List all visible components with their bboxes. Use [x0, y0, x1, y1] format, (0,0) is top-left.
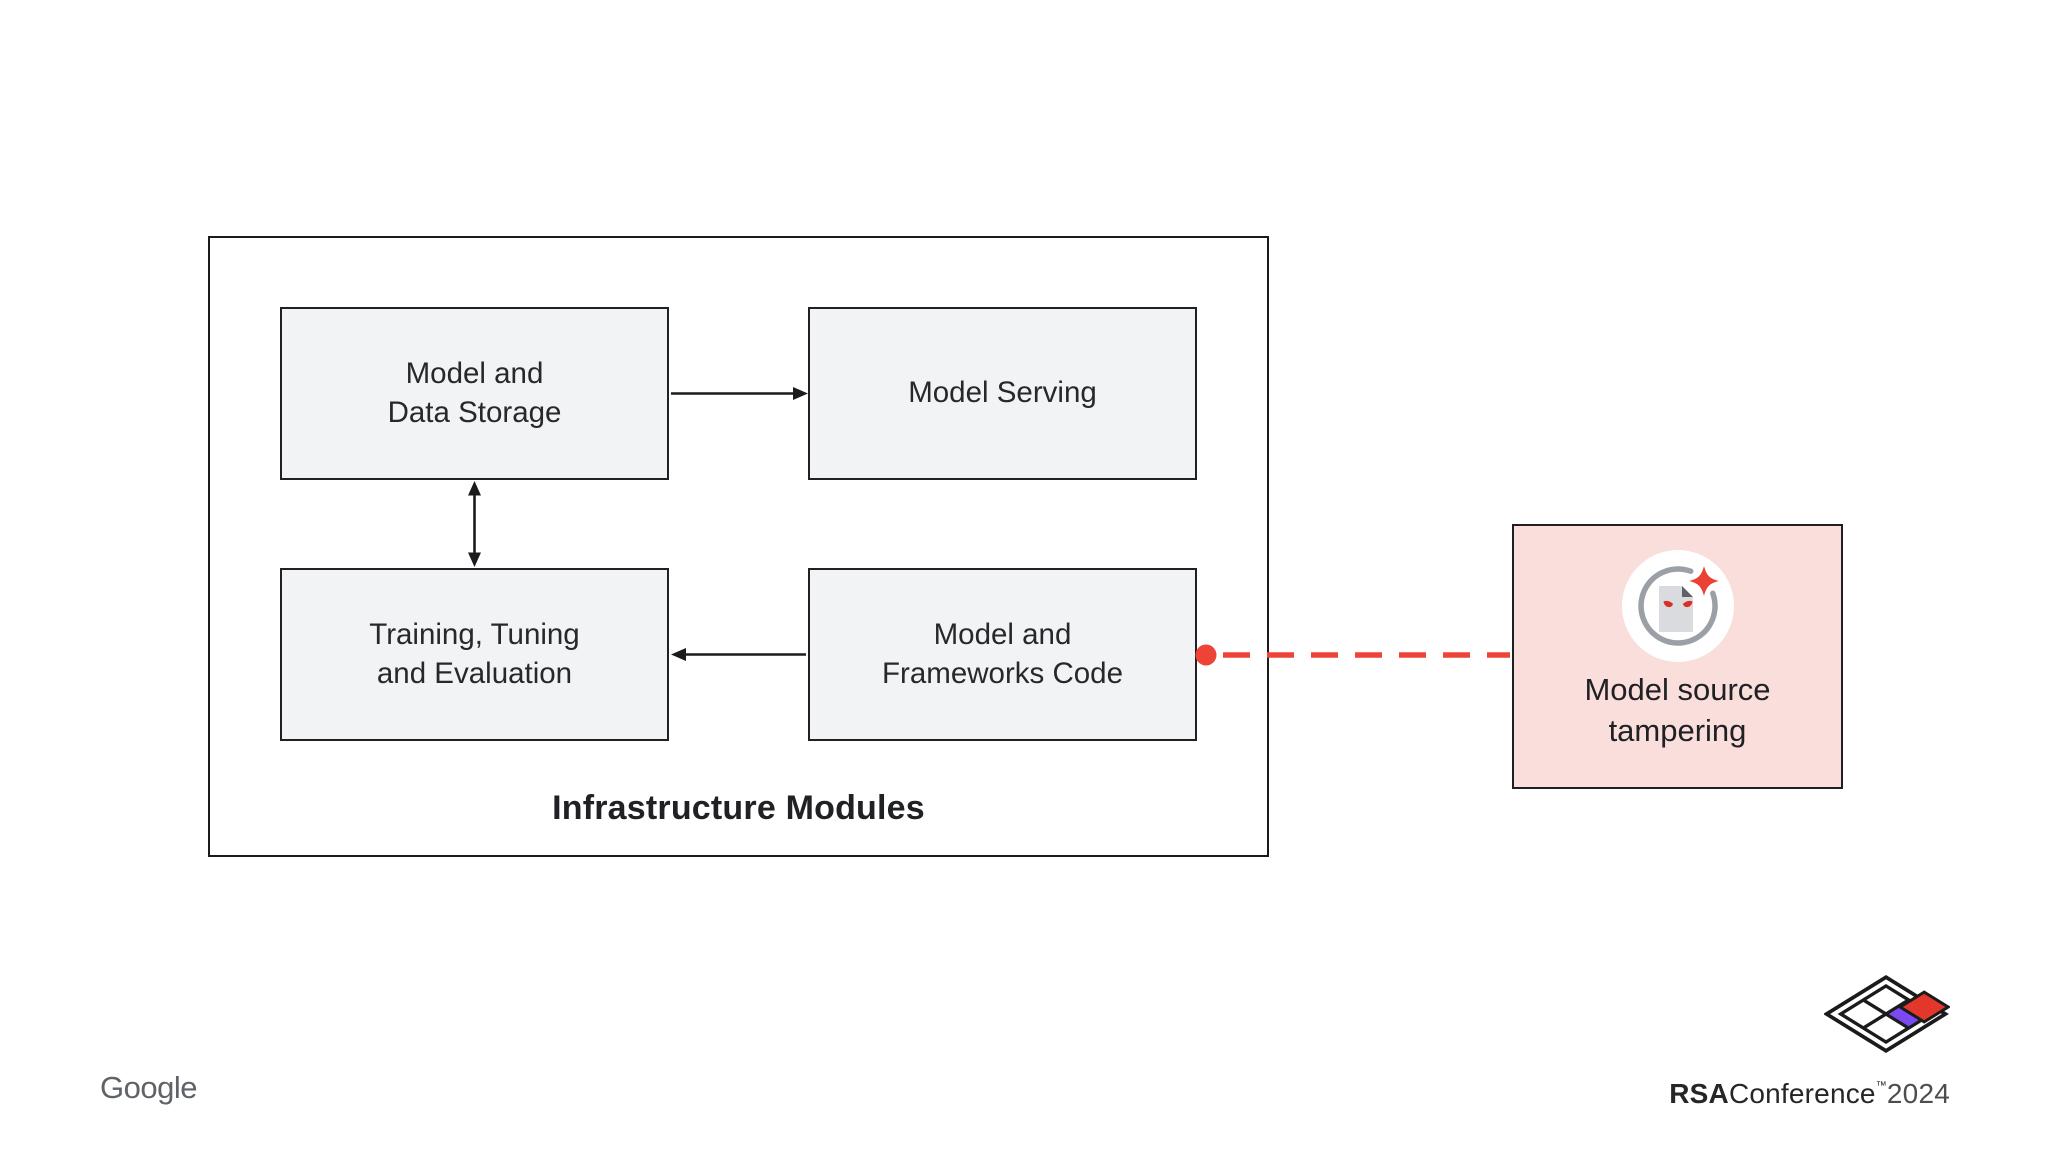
cycle-arc-icon	[1637, 566, 1718, 646]
module-model-and-data-storage: Model and Data Storage	[280, 307, 669, 480]
infrastructure-modules-title: Infrastructure Modules	[552, 789, 925, 827]
document-fold-corner	[1681, 586, 1693, 597]
rsa-diamond-logo-icon	[1824, 974, 1950, 1054]
malicious-document-cycle-icon	[1621, 550, 1734, 662]
evil-eye-left	[1663, 600, 1673, 608]
module-label: Model and Data Storage	[387, 356, 562, 429]
google-logo: Google	[100, 1070, 197, 1105]
threat-label: Model source tampering	[1584, 672, 1771, 748]
module-label: Training, Tuning and Evaluation	[369, 617, 580, 690]
module-label: Model and Frameworks Code	[882, 617, 1123, 690]
module-model-serving: Model Serving	[808, 307, 1197, 480]
document-icon	[1658, 586, 1693, 632]
threat-card-model-source-tampering: Model source tampering	[1512, 524, 1843, 789]
module-model-and-frameworks-code: Model and Frameworks Code	[808, 568, 1197, 741]
module-training-tuning-evaluation: Training, Tuning and Evaluation	[280, 568, 669, 741]
sparkle-icon	[1688, 566, 1719, 596]
module-label: Model Serving	[908, 376, 1097, 410]
rsa-conference-logo: RSAConference™2024	[1669, 968, 1950, 1110]
evil-eye-right	[1682, 600, 1692, 608]
rsa-conference-wordmark: RSAConference™2024	[1669, 1078, 1950, 1109]
